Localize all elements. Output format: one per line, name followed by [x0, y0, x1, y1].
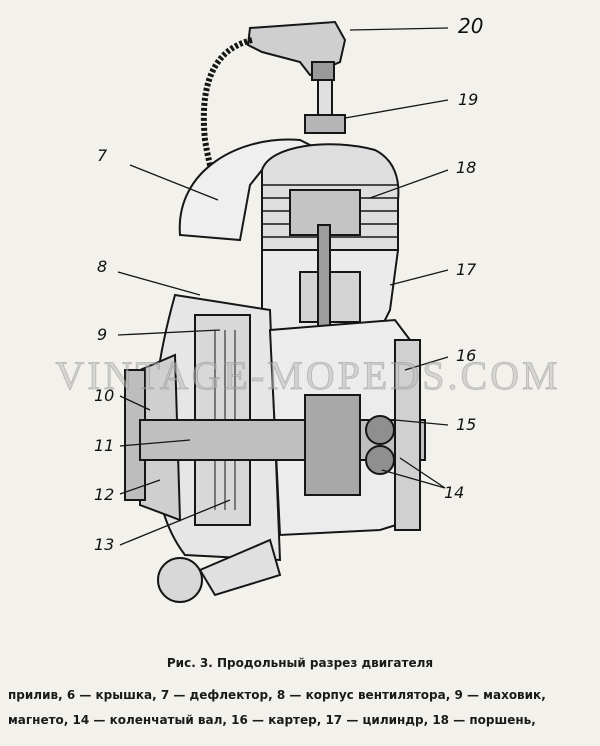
callout-8: 8: [97, 257, 108, 276]
callout-15: 15: [456, 415, 477, 434]
bottom-boss: [157, 557, 203, 603]
callout-10: 10: [94, 386, 115, 405]
spark-plug: [317, 79, 333, 119]
callout-9: 9: [97, 325, 108, 344]
callout-20: 20: [458, 14, 484, 38]
callout-7: 7: [97, 146, 108, 165]
callout-14: 14: [444, 483, 465, 502]
legend-line-1: прилив, 6 — крышка, 7 — дефлектор, 8 — к…: [8, 688, 546, 702]
engine-cross-section-drawing: [117, 20, 449, 603]
callout-16: 16: [456, 346, 477, 365]
figure-caption: Рис. 3. Продольный разрез двигателя: [166, 656, 434, 670]
callout-11: 11: [94, 436, 115, 455]
callout-17: 17: [456, 260, 477, 279]
callout-18: 18: [456, 158, 477, 177]
legend-line-2: магнето, 14 — коленчатый вал, 16 — карте…: [8, 713, 536, 727]
callout-12: 12: [94, 485, 115, 504]
watermark-text: VINTAGE-MOPEDS.COM: [55, 353, 561, 399]
callout-13: 13: [94, 535, 115, 554]
callout-19: 19: [458, 90, 479, 109]
